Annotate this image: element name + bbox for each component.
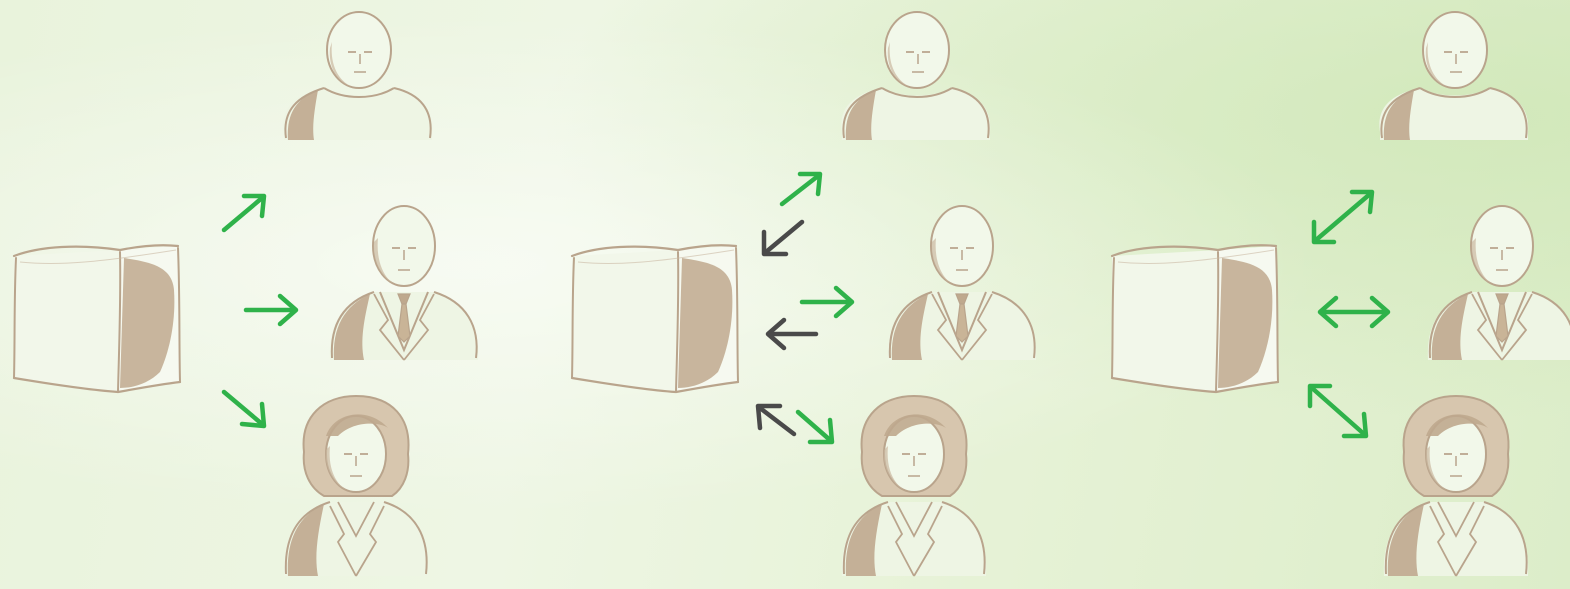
double-arrow-diagonal-down-icon [1310,386,1366,436]
person-casual-icon [841,12,990,140]
person-businesswoman-icon [284,396,428,576]
arrow-up-right-icon [224,196,264,230]
person-casual-icon [1379,12,1528,140]
person-businesswoman-icon [842,396,986,576]
person-businessman-icon [888,206,1036,360]
box-icon [1112,245,1278,392]
arrow-left-icon [768,320,816,348]
double-arrow-horizontal-icon [1320,298,1388,326]
arrow-right-icon [246,296,296,324]
person-businessman-icon [1428,206,1570,360]
arrow-down-right-icon [224,392,264,426]
arrow-down-left-icon [764,222,802,254]
box-icon [572,245,738,392]
arrow-up-right-icon [782,174,820,204]
double-arrow-diagonal-up-icon [1314,192,1372,242]
box-icon [14,245,180,392]
arrow-up-left-icon [758,406,794,434]
arrow-down-right-icon [798,412,832,442]
arrow-right-icon [802,288,852,316]
person-businesswoman-icon [1384,396,1528,576]
panel-two-way-separate [572,12,1036,576]
panel-one-way [14,12,478,576]
panel-two-way-combined [1112,12,1570,576]
person-businessman-icon [330,206,478,360]
person-casual-icon [283,12,432,140]
